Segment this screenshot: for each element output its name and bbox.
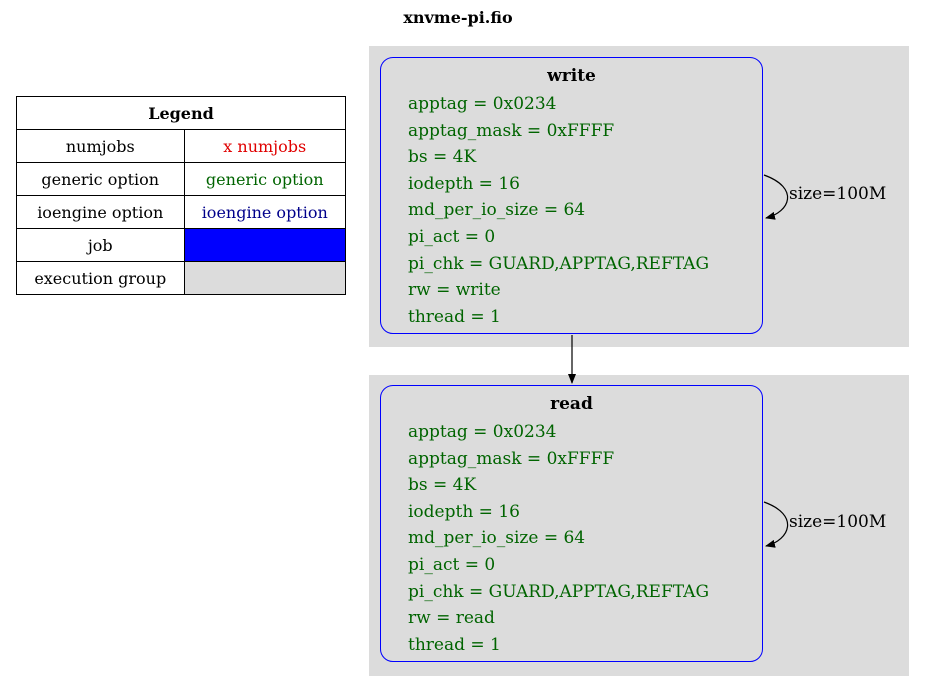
job-option: pi_chk = GUARD,APPTAG,REFTAG [408,253,710,274]
job-option: bs = 4K [408,147,477,168]
legend-swatch-job [183,228,346,262]
edge-label-size: size=100M [789,512,887,532]
job-options: apptag = 0x0234 apptag_mask = 0xFFFF bs … [408,419,709,658]
job-option: pi_act = 0 [408,554,496,575]
job-name: read [550,394,593,414]
job-option: iodepth = 16 [408,173,520,194]
edge-self-loop-read [763,501,789,548]
job-option: md_per_io_size = 64 [408,200,586,221]
legend-row-numjobs: numjobs x numjobs [16,129,346,163]
legend-row-generic-option: generic option generic option [16,162,346,196]
legend-label: generic option [16,162,185,196]
legend-sample-numjobs: x numjobs [183,129,346,163]
legend-heading: Legend [16,96,346,130]
job-node-read: read apptag = 0x0234 apptag_mask = 0xFFF… [380,385,763,662]
legend-row-ioengine-option: ioengine option ioengine option [16,195,346,229]
legend-row-execution-group: execution group [16,261,346,295]
job-option: pi_act = 0 [408,226,496,247]
job-option: apptag = 0x0234 [408,94,557,114]
job-name: write [547,66,596,86]
job-option: rw = read [408,608,495,629]
legend-label: execution group [16,261,185,295]
execution-group [369,46,909,347]
legend-table: Legend numjobs x numjobs generic option … [16,96,346,295]
job-option: thread = 1 [408,634,501,655]
job-option: apptag_mask = 0xFFFF [408,120,615,141]
legend-sample-generic-option: generic option [183,162,346,196]
job-option: bs = 4K [408,475,477,496]
legend-label: numjobs [16,129,185,163]
legend-swatch-execution-group [183,261,346,295]
edge-label-size: size=100M [789,184,887,204]
legend-label: job [16,228,185,262]
diagram-title: xnvme-pi.fio [403,8,513,27]
job-option: apptag = 0x0234 [408,422,557,442]
legend-sample-ioengine-option: ioengine option [183,195,346,229]
job-node-write: write apptag = 0x0234 apptag_mask = 0xFF… [380,57,763,334]
job-option: md_per_io_size = 64 [408,528,586,549]
job-options: apptag = 0x0234 apptag_mask = 0xFFFF bs … [408,91,709,330]
execution-group [369,375,909,676]
legend-row-job: job [16,228,346,262]
job-option: thread = 1 [408,306,501,327]
job-option: pi_chk = GUARD,APPTAG,REFTAG [408,581,710,602]
job-option: iodepth = 16 [408,501,520,522]
job-option: rw = write [408,280,501,301]
edge-self-loop-write [763,174,789,220]
job-option: apptag_mask = 0xFFFF [408,448,615,469]
